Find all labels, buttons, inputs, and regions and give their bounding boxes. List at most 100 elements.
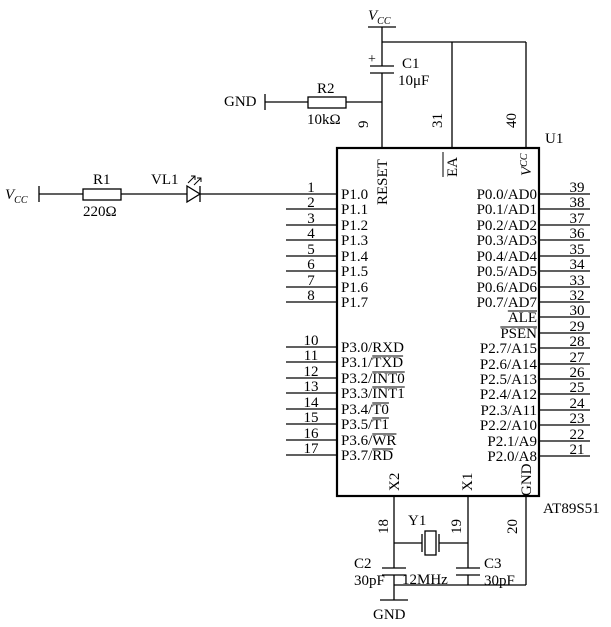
pin-num-25: 25 — [570, 380, 585, 396]
c1-plus: + — [368, 52, 376, 67]
svg-text:VCC: VCC — [368, 8, 391, 27]
pin-num-29: 29 — [570, 319, 585, 335]
pin-label-3: P1.2 — [341, 218, 368, 234]
pin-num-39: 39 — [570, 180, 585, 196]
pin-label-4: P1.3 — [341, 233, 368, 249]
pin-num-40: 40 — [504, 113, 520, 128]
pin-num-36: 36 — [570, 226, 586, 242]
c3-value: 30pF — [484, 573, 515, 589]
pin-label-37: P0.2/AD2 — [477, 218, 537, 234]
svg-text:VCC: VCC — [5, 187, 28, 206]
pin-num-5: 5 — [307, 242, 315, 258]
pin-label-22: P2.1/A9 — [487, 434, 537, 450]
pin-label-38: P0.1/AD1 — [477, 202, 537, 218]
c2-name: C2 — [354, 556, 372, 572]
pin-num-22: 22 — [570, 427, 585, 443]
pin-label-10: P3.0/RXD — [341, 340, 404, 356]
pin-label-32: P0.7/AD7 — [477, 295, 538, 311]
pin-num-32: 32 — [570, 288, 585, 304]
pin-label-30: ALE — [508, 310, 537, 326]
pin-num-12: 12 — [304, 364, 319, 380]
pin-num-17: 17 — [304, 441, 320, 457]
gnd-left-label: GND — [224, 94, 257, 110]
y1-crystal — [424, 530, 437, 556]
pin-label-28: P2.7/A15 — [480, 341, 537, 357]
pin-label-26: P2.5/A13 — [480, 372, 537, 388]
pin-num-30: 30 — [570, 303, 585, 319]
vcc-top-label: VCC — [368, 8, 391, 27]
pin-label-39: P0.0/AD0 — [477, 187, 537, 203]
pin-num-38: 38 — [570, 195, 585, 211]
pin-label-5: P1.4 — [341, 249, 369, 265]
led-triangle — [186, 184, 202, 204]
pin-num-23: 23 — [570, 411, 585, 427]
y1-name: Y1 — [408, 513, 426, 529]
led-name: VL1 — [151, 172, 179, 188]
pin-num-1: 1 — [307, 180, 315, 196]
pin-num-6: 6 — [307, 257, 315, 273]
r2-resistor — [307, 96, 347, 109]
pin-num-18: 18 — [376, 519, 392, 534]
led-light-arrows — [187, 175, 202, 186]
pin-label-21: P2.0/A8 — [487, 449, 537, 465]
pin-label-11: P3.1/TXD — [341, 355, 403, 371]
pin-num-35: 35 — [570, 242, 585, 258]
chip-body — [335, 146, 541, 498]
r2-name: R2 — [317, 81, 335, 97]
pin-label-1: P1.0 — [341, 187, 368, 203]
pin-label-x2: X2 — [387, 473, 403, 491]
pin-label-17: P3.7/RD — [341, 448, 393, 464]
pin-num-11: 11 — [304, 348, 318, 364]
pin-num-10: 10 — [304, 333, 319, 349]
pin-label-24: P2.3/A11 — [480, 403, 537, 419]
pin-label-34: P0.5/AD5 — [477, 264, 537, 280]
pin-num-15: 15 — [304, 410, 319, 426]
pin-label-27: P2.6/A14 — [480, 357, 538, 373]
r1-resistor — [82, 188, 122, 201]
pin-num-13: 13 — [304, 379, 319, 395]
pin-num-21: 21 — [570, 442, 585, 458]
c3-name: C3 — [484, 556, 502, 572]
pin-label-12: P3.2/INT0 — [341, 371, 405, 387]
c2-value: 30pF — [354, 573, 385, 589]
pin-label-vcc: VCC — [519, 153, 535, 176]
pin-num-34: 34 — [570, 257, 586, 273]
pin-label-ea: EA — [445, 157, 461, 177]
pin-num-7: 7 — [307, 273, 315, 289]
pin-label-23: P2.2/A10 — [480, 418, 537, 434]
pin-num-14: 14 — [304, 395, 320, 411]
pin-label-reset: RESET — [375, 159, 391, 205]
pin-label-7: P1.6 — [341, 280, 369, 296]
pin-num-31: 31 — [430, 113, 446, 128]
pin-num-19: 19 — [449, 519, 465, 534]
gnd-bottom-label: GND — [373, 607, 406, 623]
r1-value: 220Ω — [83, 204, 117, 220]
r1-name: R1 — [93, 172, 111, 188]
pin-num-16: 16 — [304, 426, 320, 442]
pin-num-37: 37 — [570, 211, 586, 227]
pin-label-25: P2.4/A12 — [480, 387, 537, 403]
pin-label-36: P0.3/AD3 — [477, 233, 537, 249]
pin-num-2: 2 — [307, 195, 315, 211]
pin-num-33: 33 — [570, 273, 585, 289]
c1-value: 10μF — [398, 73, 429, 89]
pin-num-3: 3 — [307, 211, 315, 227]
pin-label-8: P1.7 — [341, 295, 369, 311]
pin-num-9: 9 — [356, 121, 372, 129]
c1-name: C1 — [402, 56, 420, 72]
pin-num-4: 4 — [307, 226, 315, 242]
pin-num-26: 26 — [570, 365, 586, 381]
pin-label-29: PSEN — [500, 326, 537, 342]
pin-label-14: P3.4/T0 — [341, 402, 389, 418]
vcc-left-label: VCC — [5, 187, 28, 206]
pin-label-13: P3.3/INT1 — [341, 386, 405, 402]
pin-label-6: P1.5 — [341, 264, 368, 280]
pin-label-15: P3.5/T1 — [341, 417, 389, 433]
pin-label-x1: X1 — [460, 473, 476, 491]
pin-num-27: 27 — [570, 350, 586, 366]
pin-label-16: P3.6/WR — [341, 433, 396, 449]
chip-part: AT89S51 — [543, 501, 600, 517]
pin-num-20: 20 — [505, 519, 521, 534]
pin-num-28: 28 — [570, 334, 585, 350]
